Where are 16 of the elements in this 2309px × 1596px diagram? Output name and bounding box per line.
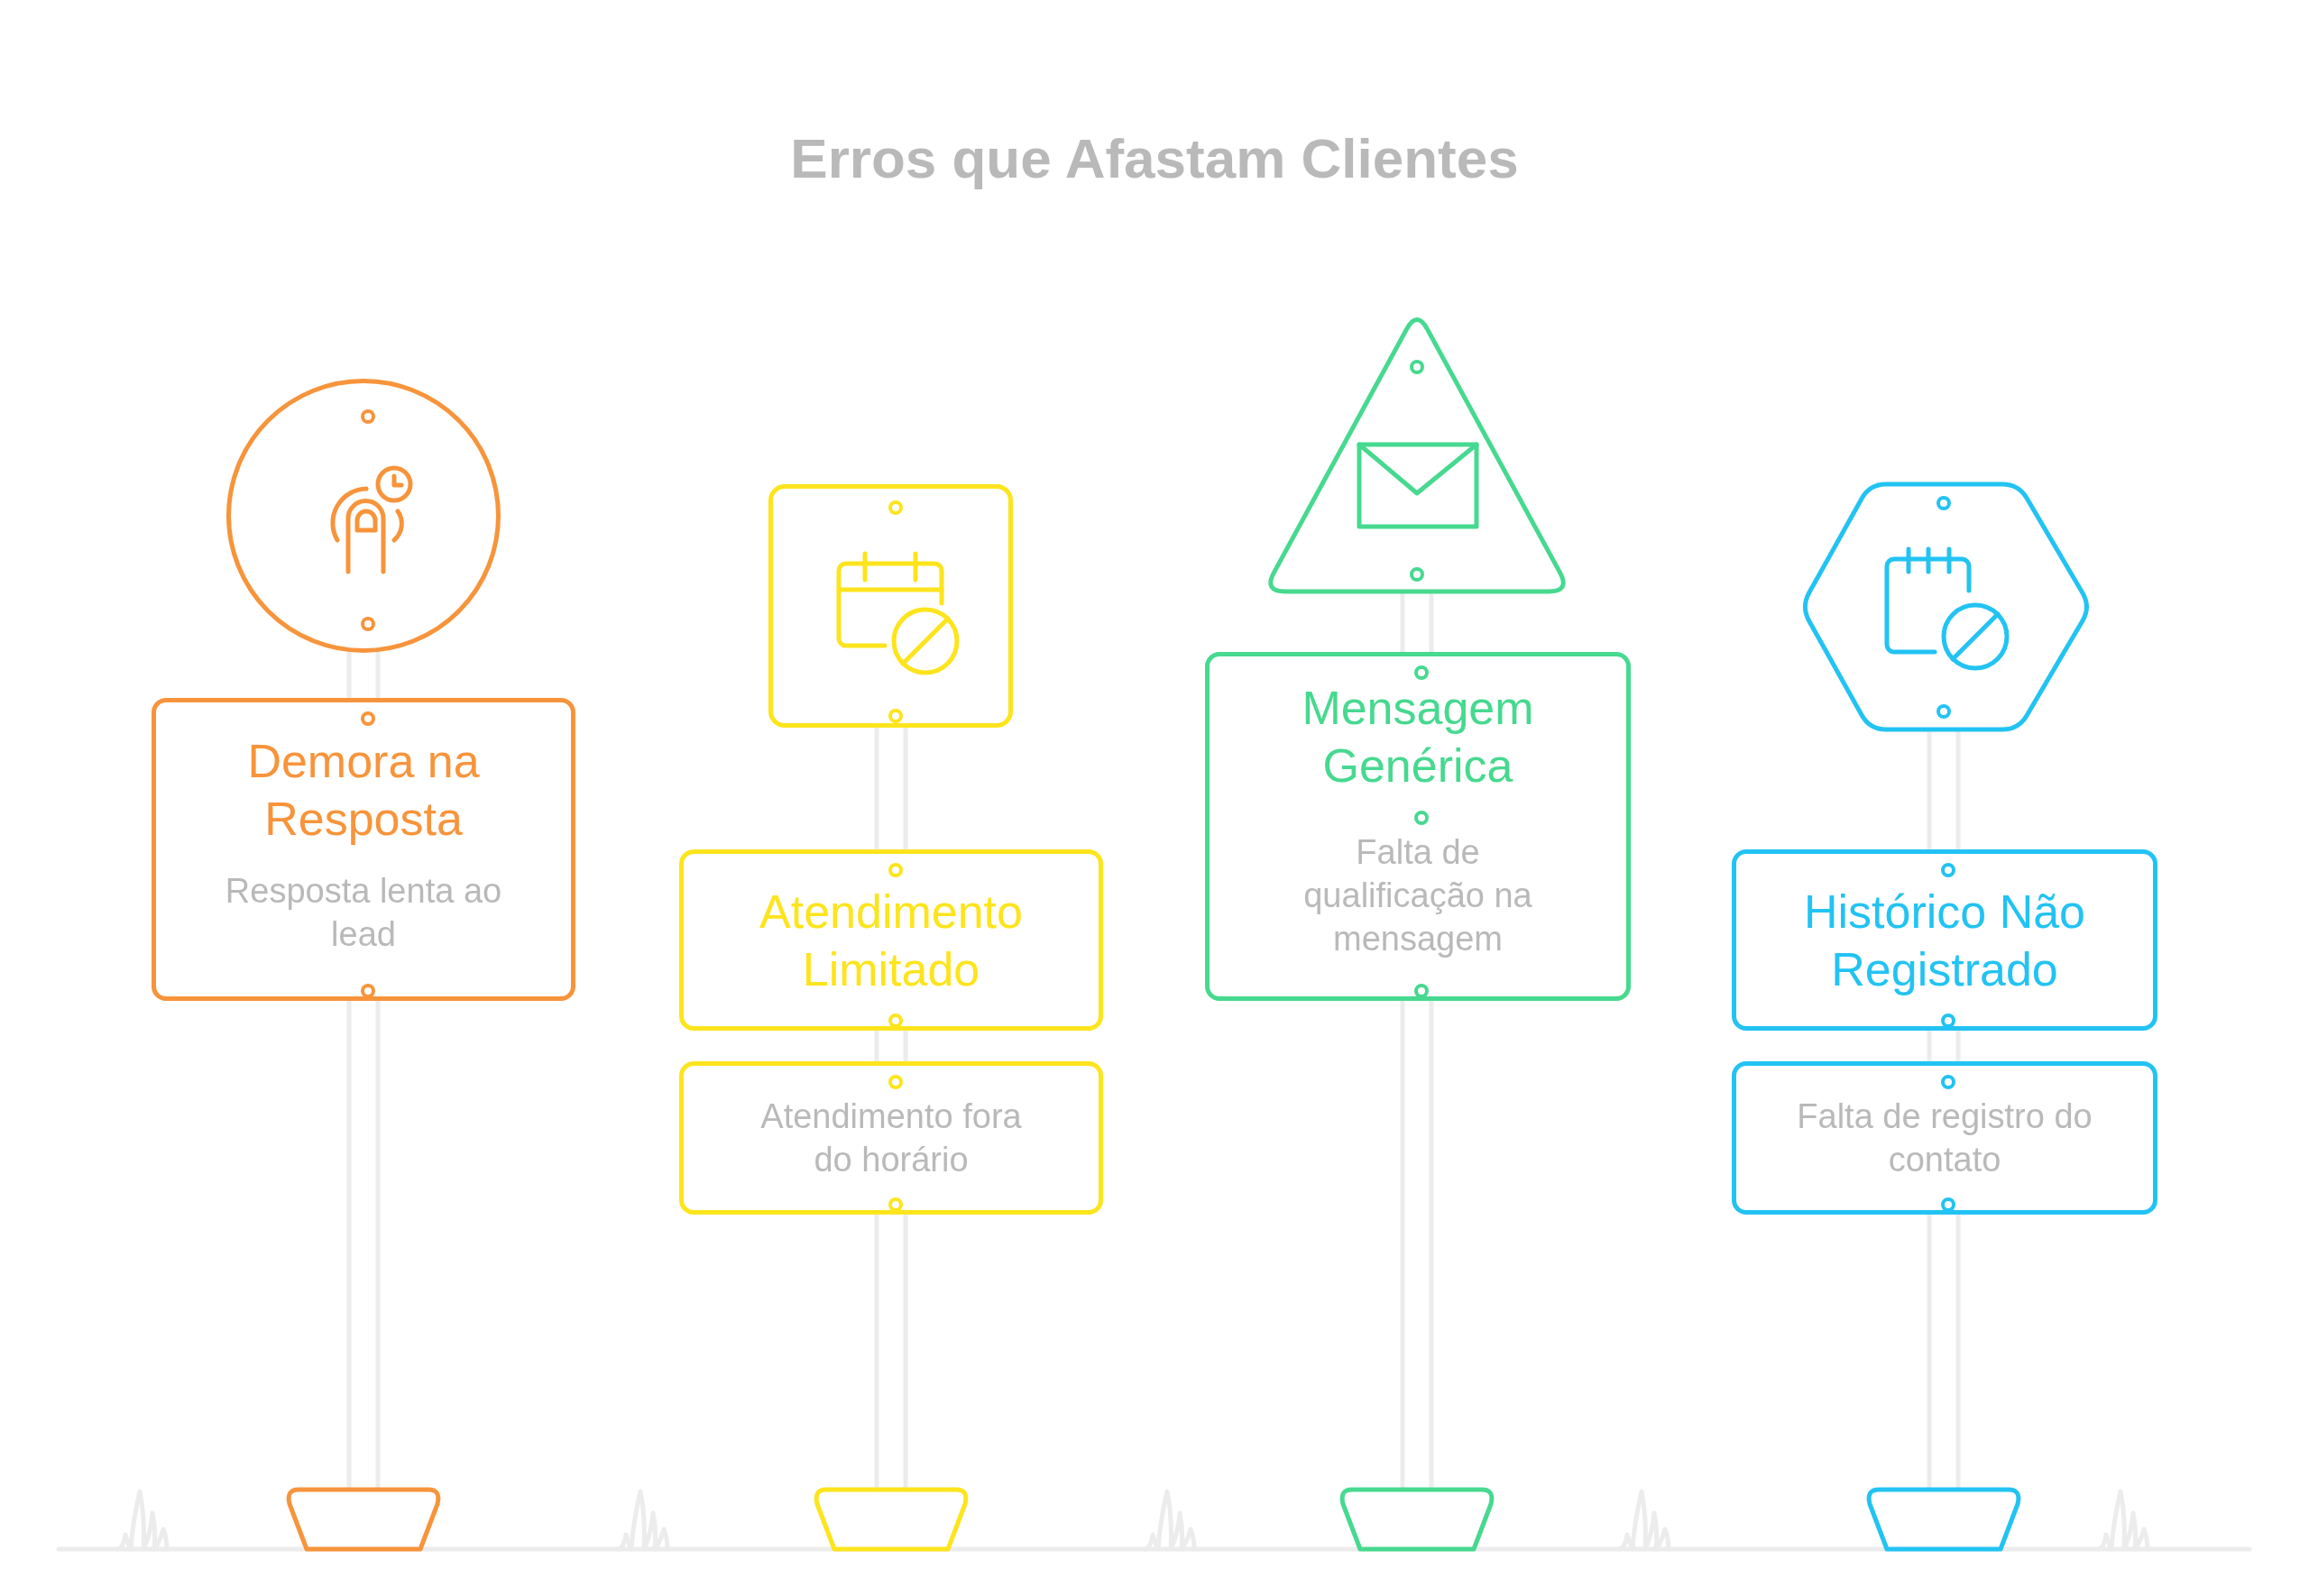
sign-description: Atendimento fora do horário <box>759 1096 1023 1180</box>
sign-description: Falta de registro do contato <box>1796 1096 2093 1180</box>
sign-title: Histórico Não Registrado <box>1802 884 2087 997</box>
sign-description: Resposta lenta ao lead <box>224 871 503 955</box>
sign-title: Demora na Resposta <box>246 734 481 847</box>
sign-panel <box>679 849 1103 1031</box>
sign-panel <box>1205 652 1631 1001</box>
sign-title: Mensagem Genérica <box>1301 681 1535 793</box>
sign-title: Atendimento Limitado <box>759 884 1024 997</box>
sign-panel <box>1732 849 2157 1031</box>
sign-panel <box>152 698 575 1001</box>
sign-panel <box>679 1061 1103 1215</box>
sign-panel <box>1732 1061 2157 1215</box>
sign-description: Falta de qualificação na mensagem <box>1302 832 1533 959</box>
square-sign <box>768 484 1013 728</box>
page-title: Erros que Afastam Clientes <box>790 126 1519 191</box>
